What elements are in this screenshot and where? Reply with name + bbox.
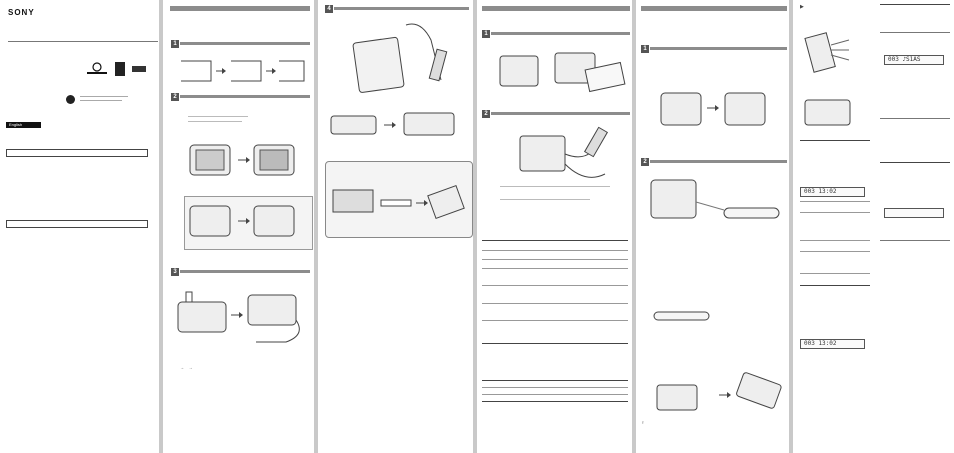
connection-illustration <box>332 184 465 220</box>
p5-step-1-badge: 1 <box>641 45 649 53</box>
brand-logo: SONY <box>8 8 35 17</box>
charger-stand-illustration-b <box>189 205 295 237</box>
p7-rule-3 <box>880 118 950 119</box>
panel-2: 1 2 3 → → <box>166 0 314 453</box>
divider-3 <box>473 0 477 453</box>
remote-illustration <box>804 32 850 73</box>
player-with-remote-illustration <box>352 23 448 93</box>
table2-rule-4 <box>482 401 628 402</box>
step-4-rule <box>334 7 469 10</box>
stand-playback-illustration <box>660 92 766 126</box>
lcd-title-display: 003 ♪S1AS <box>884 55 944 65</box>
table2-rule-2 <box>482 387 628 388</box>
arrow-icon: ▶ <box>800 4 804 10</box>
divider-5 <box>789 0 793 453</box>
step-2-badge: 2 <box>171 93 179 101</box>
cover-panel: SONY English <box>0 0 159 453</box>
cover-box-2 <box>6 220 148 228</box>
md-logo <box>115 62 125 76</box>
p6-row-5 <box>800 273 870 274</box>
panel-5-header <box>641 6 787 11</box>
p7-rule-1 <box>880 4 950 5</box>
panel-7: 003 ♪S1AS <box>878 0 954 453</box>
note-line-2 <box>80 100 122 101</box>
battery-illustration <box>330 112 455 136</box>
divider-1 <box>159 0 163 453</box>
p7-rule-2 <box>880 32 950 33</box>
p6-rule-1 <box>800 140 870 141</box>
jog-lever-illustration <box>653 311 710 321</box>
p7-rule-4 <box>880 162 950 163</box>
step-1-illustration <box>181 60 305 82</box>
step-2-text-b <box>188 121 242 122</box>
table-rule-1 <box>482 240 628 241</box>
table2-rule-1 <box>482 380 628 381</box>
p6-row-4 <box>800 251 870 252</box>
panel-4-header <box>482 6 630 11</box>
step-3-badge: 3 <box>171 268 179 276</box>
disc-insert-illustration <box>499 52 626 93</box>
charger-stand-illustration-a <box>189 144 295 176</box>
p6-row-1 <box>800 201 870 202</box>
p4-step-2-badge: 2 <box>482 110 490 118</box>
step-1-badge: 1 <box>171 40 179 48</box>
stand-controls-illustration <box>650 179 780 219</box>
p5-step-2-badge: 2 <box>641 158 649 166</box>
table-rule-8 <box>482 343 628 344</box>
note-line-1 <box>80 96 128 97</box>
table-rule-6 <box>482 303 628 304</box>
p4-text-1 <box>500 186 610 187</box>
panel-4: 1 2 <box>480 0 632 453</box>
recycle-icon <box>66 95 75 104</box>
step-2-text <box>188 116 248 117</box>
cover-box-1 <box>6 149 148 157</box>
p4-step-1-rule <box>491 32 630 35</box>
panel-2-header <box>170 6 310 11</box>
panel-6: ▶ 003 13:02 003 13:02 <box>796 0 876 453</box>
tip-icon: ♀ <box>641 420 645 426</box>
lcd-time-display-2: 003 13:02 <box>800 339 865 349</box>
cover-rule <box>8 41 158 42</box>
panel-3: 4 <box>321 0 473 453</box>
divider-2 <box>314 0 318 453</box>
step-4-badge: 4 <box>325 5 333 13</box>
p6-row-2 <box>800 212 870 213</box>
p5-step-1-rule <box>650 47 787 50</box>
p4-step-2-rule <box>491 112 630 115</box>
table2-rule-3 <box>482 394 628 395</box>
panel-5: 1 2 ♀ <box>639 0 789 453</box>
playback-illustration <box>519 126 609 178</box>
divider-4 <box>632 0 636 453</box>
step-1-rule <box>180 42 310 45</box>
lcd-segments <box>884 208 944 218</box>
remove-disc-illustration <box>656 372 782 411</box>
atrac-logo <box>132 66 146 72</box>
table-rule-3 <box>482 259 628 260</box>
p4-step-1-badge: 1 <box>482 30 490 38</box>
p5-step-2-rule <box>650 160 787 163</box>
table-rule-4 <box>482 268 628 269</box>
p4-text-2 <box>500 199 590 200</box>
walkman-logo <box>84 62 110 76</box>
language-tab: English <box>6 122 41 128</box>
table-rule-7 <box>482 320 628 321</box>
player-controls-illustration <box>804 99 851 126</box>
p6-row-3 <box>800 240 870 241</box>
step-3-rule <box>180 270 310 273</box>
step-2-rule <box>180 95 310 98</box>
step-3-caption: → → <box>180 365 193 370</box>
table-rule-2 <box>482 250 628 251</box>
p6-row-6 <box>800 285 870 286</box>
charging-illustration <box>177 291 300 343</box>
p7-rule-5 <box>880 240 950 241</box>
lcd-track-time: 003 13:02 <box>800 187 865 197</box>
table-rule-5 <box>482 285 628 286</box>
